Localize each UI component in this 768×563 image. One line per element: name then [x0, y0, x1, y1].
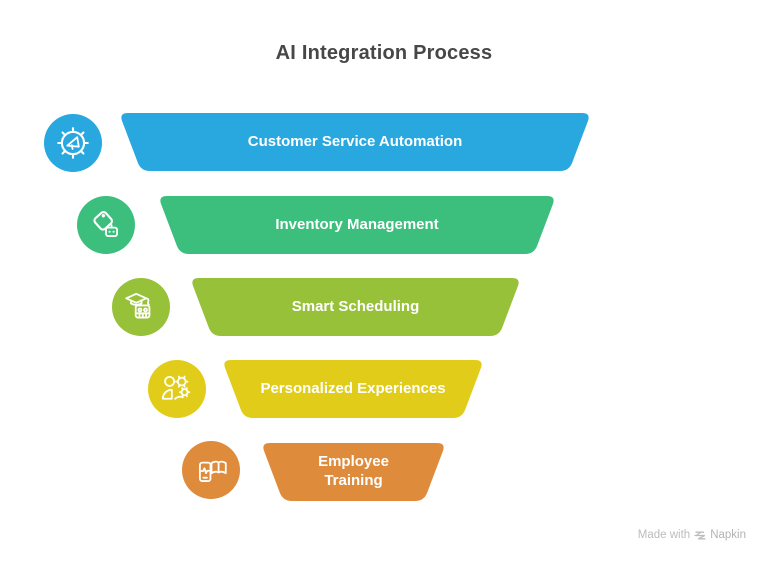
- funnel-bar-label: Employee Training: [318, 453, 389, 489]
- person-gears-icon: [148, 360, 206, 418]
- funnel-bar-label: Inventory Management: [275, 215, 439, 233]
- made-with-napkin-badge: Made with Napkin: [638, 529, 746, 541]
- funnel-bar: Inventory Management: [158, 196, 556, 254]
- napkin-logo-icon: [694, 531, 706, 539]
- phone-book-icon: [182, 441, 240, 499]
- watermark-brand: Napkin: [710, 529, 746, 541]
- price-tag-robot-icon: [77, 196, 135, 254]
- funnel-bar-label: Personalized Experiences: [260, 379, 446, 397]
- watermark-prefix: Made with: [637, 529, 691, 541]
- funnel-bar: Personalized Experiences: [222, 360, 484, 418]
- funnel-bar-label: Customer Service Automation: [247, 132, 463, 150]
- page-title: AI Integration Process: [275, 42, 493, 64]
- gear-megaphone-icon: [44, 114, 102, 172]
- graduation-cap-robot-icon: [112, 278, 170, 336]
- funnel-bar-label: Smart Scheduling: [291, 297, 420, 315]
- funnel-bar: Smart Scheduling: [190, 278, 521, 336]
- funnel-bar: Employee Training: [261, 443, 446, 501]
- funnel-bar: Customer Service Automation: [119, 113, 591, 171]
